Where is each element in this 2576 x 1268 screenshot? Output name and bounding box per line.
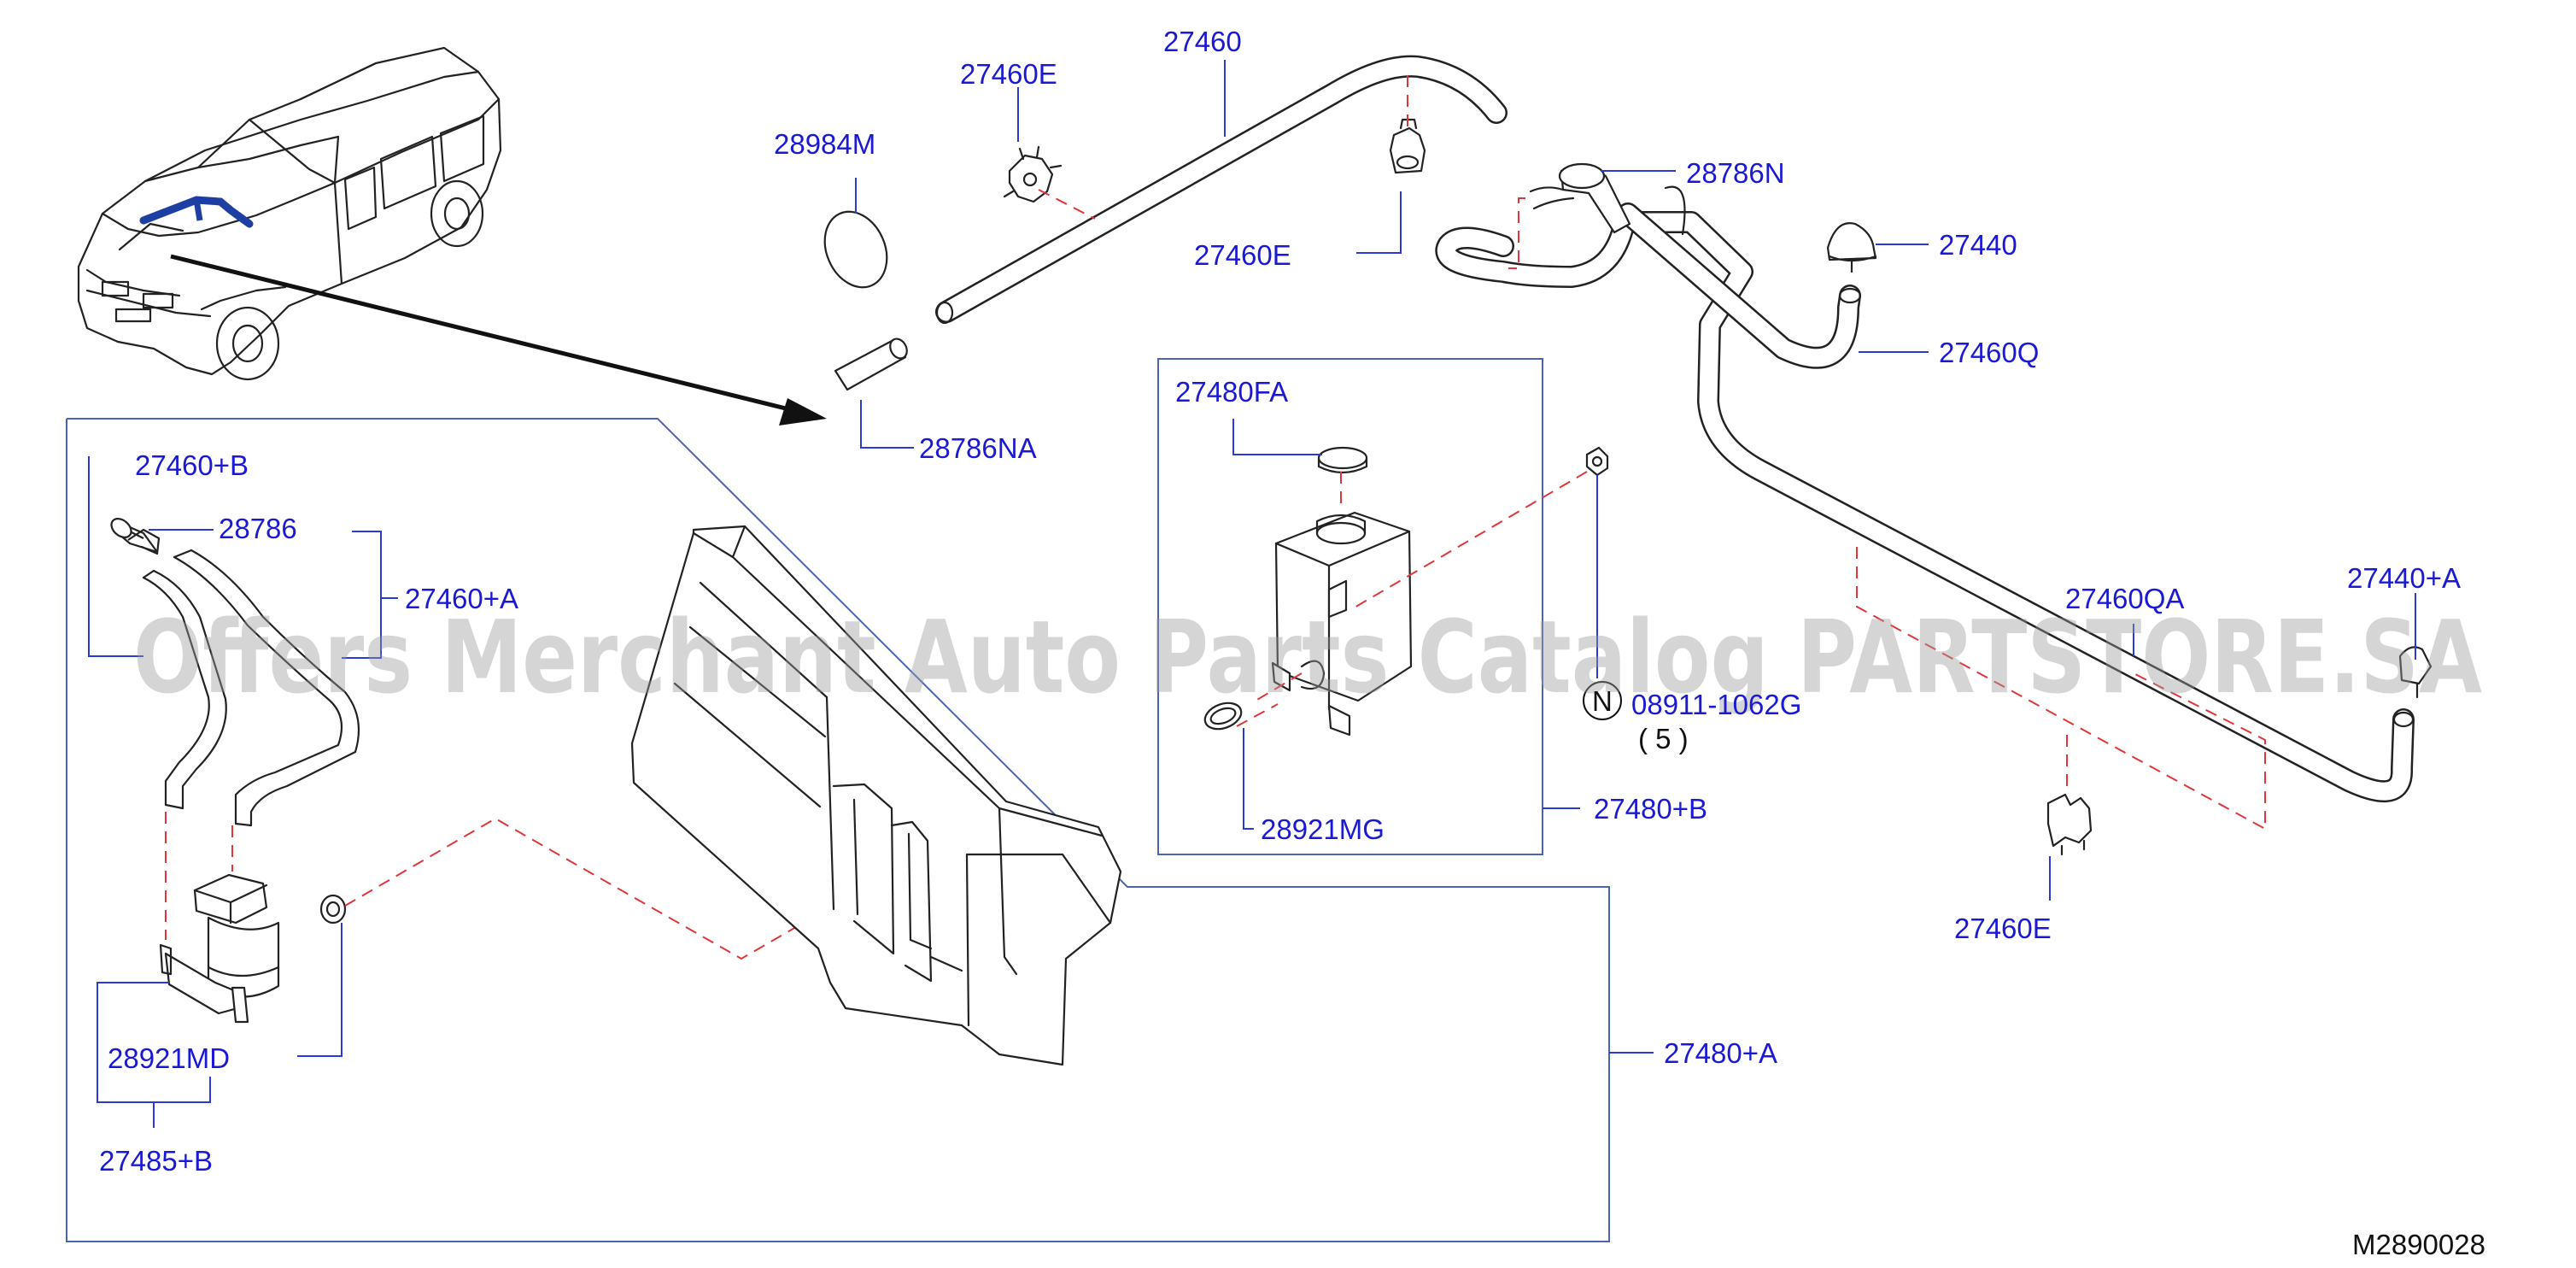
label-08911-1062G: 08911-1062G bbox=[1631, 689, 1801, 720]
leader-lines bbox=[88, 60, 2416, 1128]
tube-28786NA bbox=[834, 338, 908, 391]
label-28921MG: 28921MG bbox=[1261, 813, 1385, 845]
dashed-fitment-lines-upper bbox=[1038, 75, 2266, 831]
clip-27460E-top bbox=[1003, 145, 1063, 203]
pointer-arrow bbox=[170, 254, 827, 426]
label-27460Q: 27460Q bbox=[1939, 337, 2039, 368]
connector-28786N bbox=[1529, 162, 1631, 234]
label-27460A: 27460+A bbox=[405, 583, 518, 614]
pump-28921MD bbox=[159, 873, 280, 1024]
label-bolt-marker: N bbox=[1592, 685, 1613, 717]
hose-27460B-group bbox=[110, 518, 360, 827]
label-27460: 27460 bbox=[1163, 26, 1242, 57]
grommet-small bbox=[319, 894, 347, 925]
bolt-marker-circle bbox=[1583, 681, 1622, 720]
label-27485B: 27485+B bbox=[99, 1145, 213, 1177]
label-28786: 28786 bbox=[219, 513, 297, 544]
nozzle-27440A bbox=[2398, 646, 2433, 699]
watermark: Offers Merchant Auto Parts Catalog PARTS… bbox=[133, 598, 2482, 716]
reservoir-cap-27480FA bbox=[1317, 446, 1368, 474]
label-28984M: 28984M bbox=[774, 128, 875, 160]
hose-27460QA bbox=[1435, 185, 2415, 803]
frame-tank-assembly bbox=[66, 418, 1610, 1242]
frame-reservoir-subassembly bbox=[1157, 358, 1543, 855]
label-27460QA: 27460QA bbox=[2065, 583, 2184, 614]
grommet-28921MG bbox=[1203, 702, 1243, 731]
nozzle-27440 bbox=[1826, 222, 1877, 273]
label-28921MD: 28921MD bbox=[108, 1042, 230, 1074]
hose-27460Q bbox=[1617, 203, 1862, 369]
label-27460E-middle: 27460E bbox=[1194, 239, 1291, 271]
clip-27460E-middle bbox=[1389, 118, 1426, 174]
label-bolt-quantity: ( 5 ) bbox=[1638, 723, 1689, 754]
label-27440A: 27440+A bbox=[2347, 562, 2461, 594]
reference-code: M2890028 bbox=[2352, 1229, 2485, 1260]
label-27440: 27440 bbox=[1939, 229, 2017, 261]
cap-28984M bbox=[823, 210, 888, 289]
label-27460E-top: 27460E bbox=[960, 58, 1057, 90]
dashed-fitment-lines-reservoir bbox=[1236, 471, 1588, 727]
label-27480B: 27480+B bbox=[1594, 793, 1707, 825]
clip-27460E-lower bbox=[2046, 793, 2093, 856]
washer-tank bbox=[630, 525, 1122, 1066]
bolt-08911-1062G bbox=[1585, 446, 1609, 477]
label-28786NA: 28786NA bbox=[919, 432, 1037, 464]
reservoir-body bbox=[1271, 511, 1413, 737]
hose-27460 bbox=[935, 55, 1508, 325]
label-27480FA: 27480FA bbox=[1175, 376, 1288, 408]
label-27460B: 27460+B bbox=[135, 449, 249, 481]
label-28786N: 28786N bbox=[1686, 157, 1785, 189]
vehicle-illustration bbox=[77, 46, 502, 381]
dashed-fitment-lines-left bbox=[165, 812, 864, 960]
label-27460E-lower: 27460E bbox=[1954, 913, 2052, 944]
label-27480A: 27480+A bbox=[1664, 1037, 1777, 1069]
